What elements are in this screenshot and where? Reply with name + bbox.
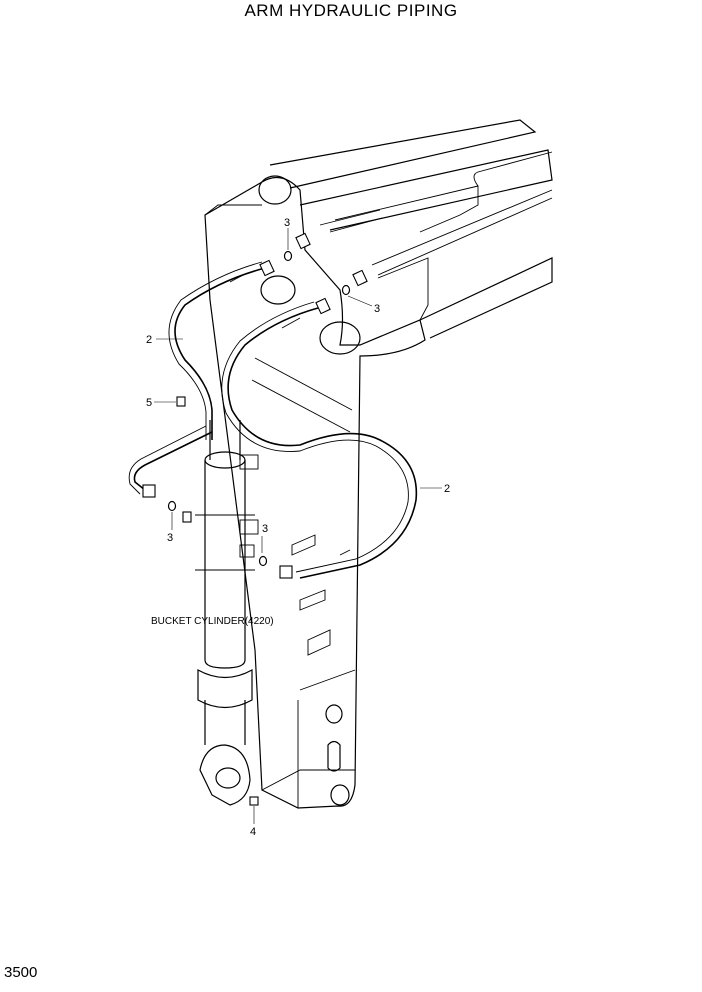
bucket-cylinder-label: BUCKET CYLINDER(4220) <box>151 616 274 627</box>
hose-upper <box>168 261 266 440</box>
pipe-left <box>128 425 213 498</box>
leader-lines <box>154 228 442 824</box>
page-number: 3500 <box>4 964 38 981</box>
callout-4: 4 <box>250 826 256 838</box>
callout-2-right: 2 <box>444 483 450 495</box>
bucket-cylinder <box>195 420 259 806</box>
page-title: ARM HYDRAULIC PIPING <box>244 1 458 20</box>
fittings <box>167 232 368 806</box>
callout-3-lower-right: 3 <box>262 523 268 535</box>
hose-lower <box>221 301 418 579</box>
callout-3-top: 3 <box>284 217 290 229</box>
callout-5: 5 <box>146 397 152 409</box>
callout-3-lower-left: 3 <box>167 532 173 544</box>
arm <box>204 175 426 809</box>
boom <box>269 119 553 339</box>
callout-2-left: 2 <box>146 334 152 346</box>
callout-3-right: 3 <box>374 303 380 315</box>
